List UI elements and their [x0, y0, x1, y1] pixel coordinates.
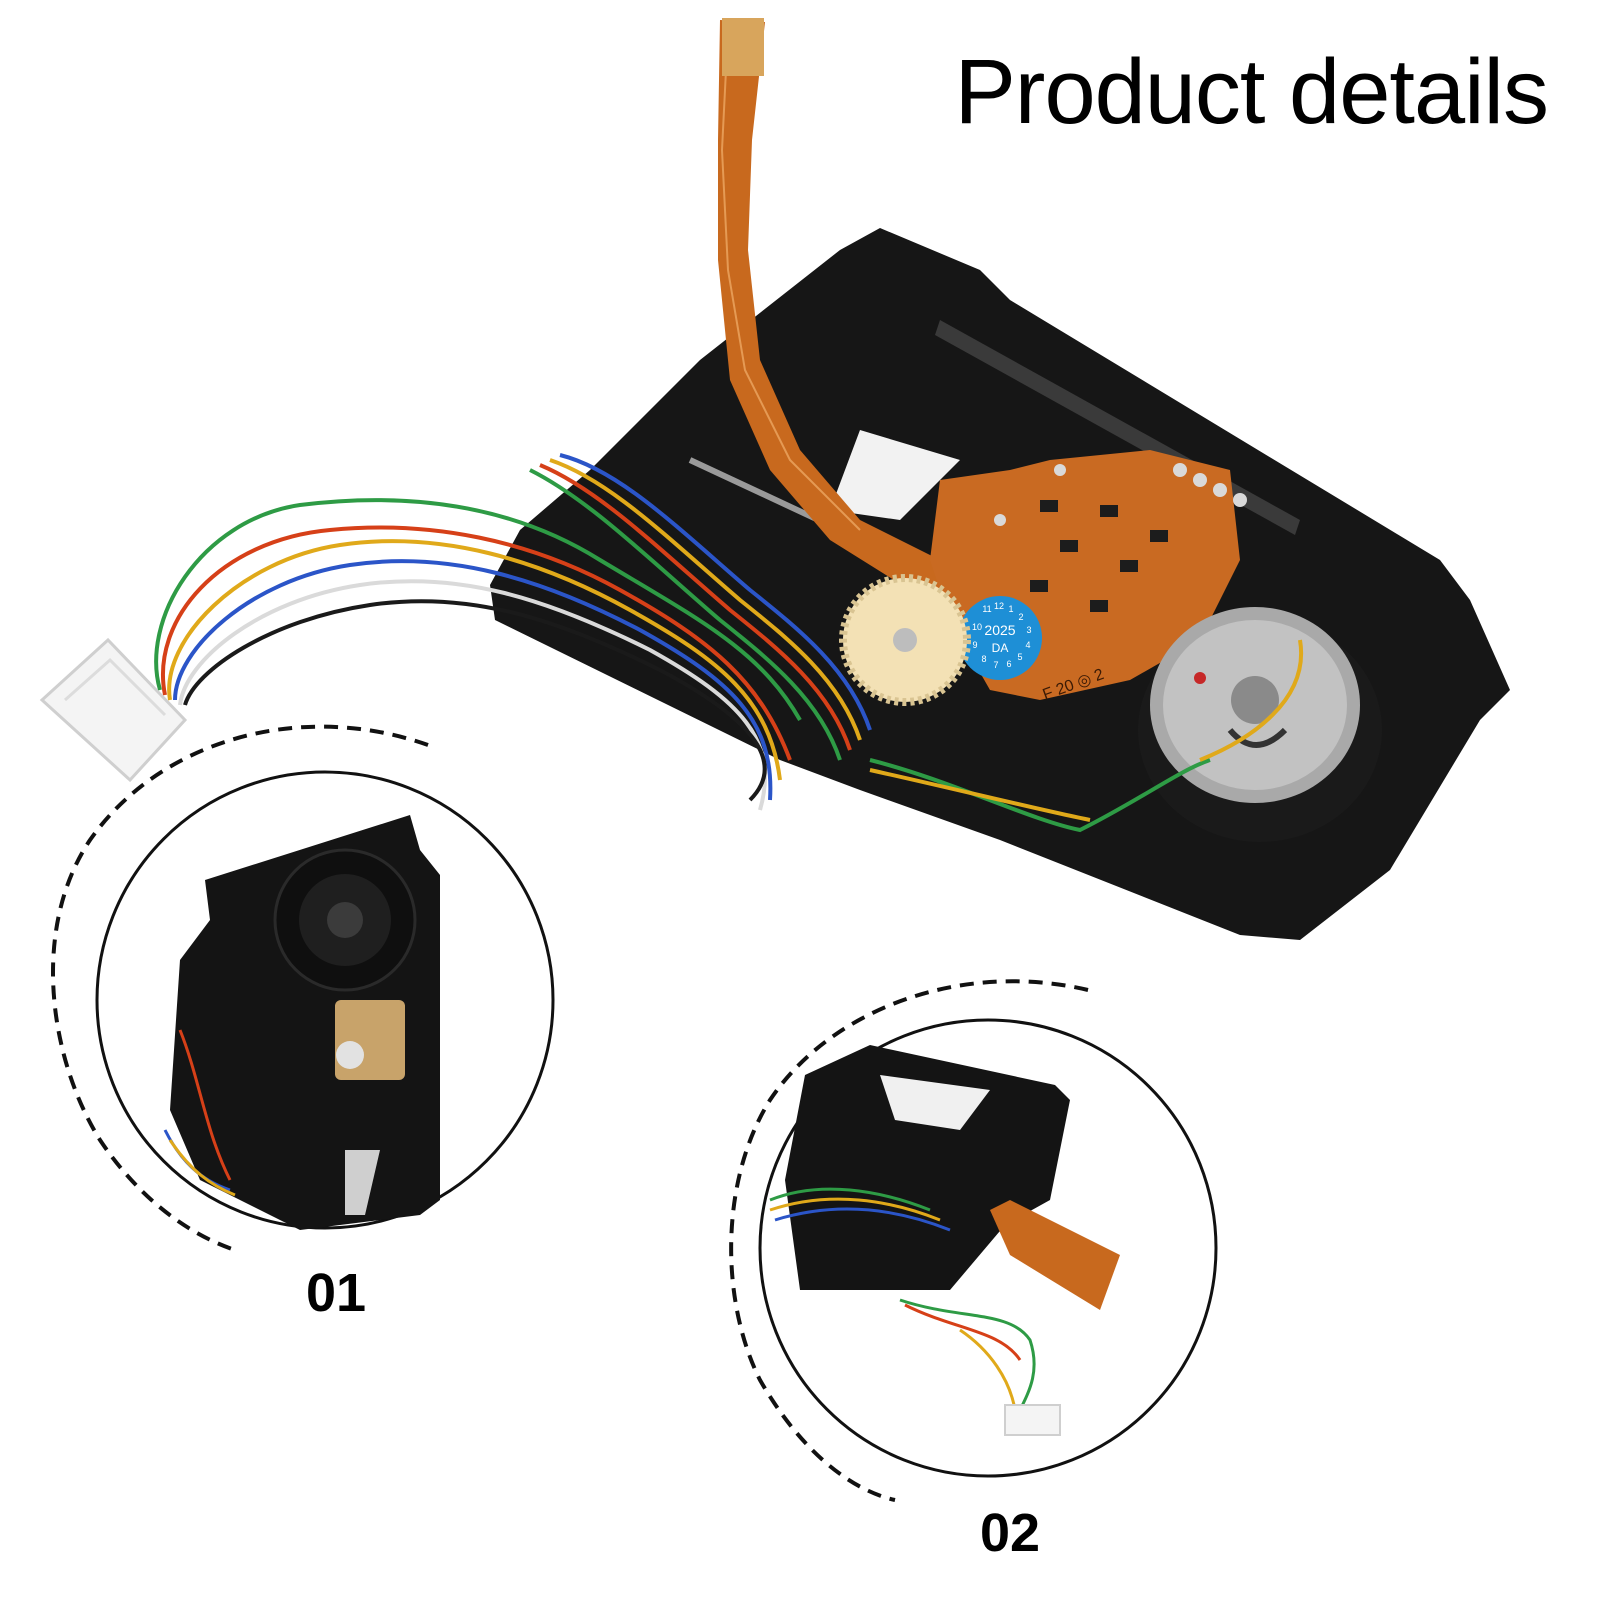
sticker-ring-number-6: 6 — [1006, 659, 1011, 669]
sticker-ring-number-5: 5 — [1017, 652, 1022, 662]
sticker-ring-number-12: 12 — [994, 601, 1004, 611]
callout-01-detail-image — [163, 815, 440, 1230]
spindle-motor — [1138, 607, 1382, 842]
drive-gear — [839, 574, 971, 706]
white-connector — [39, 637, 188, 783]
flex-cable-traces — [720, 29, 861, 531]
sticker-ring-number-10: 10 — [972, 622, 982, 632]
callout-label-01: 01 — [306, 1263, 367, 1323]
sticker-ring-number-9: 9 — [972, 640, 977, 650]
callout-01 — [51, 724, 555, 1252]
flex-connector-tip — [722, 18, 764, 76]
sticker-ring-number-11: 11 — [982, 604, 991, 614]
chassis-window — [830, 430, 960, 520]
sticker-ring-number-4: 4 — [1025, 640, 1030, 650]
flex-cable — [718, 20, 1000, 620]
sticker-ring-number-3: 3 — [1026, 625, 1031, 635]
pcb-components — [1030, 500, 1168, 612]
sticker-ring-number-2: 2 — [1018, 612, 1023, 622]
sticker-year: 2025 — [984, 622, 1015, 638]
laser-pickup-assembly: F 20 ◎ 2 2025 DA 11 12 1 2 3 4 5 6 7 8 9… — [39, 18, 1510, 940]
wire-harness — [154, 453, 1304, 833]
callout-02-detail-image — [769, 1045, 1120, 1436]
callout-01-dashed-arc — [51, 724, 429, 1252]
pcb-solder-pads — [994, 463, 1247, 526]
callout-02-dashed-arc — [729, 979, 1089, 1502]
sticker-ring-numbers: 11 12 1 2 3 4 5 6 7 8 9 10 — [972, 601, 1032, 670]
callout-label-02: 02 — [980, 1503, 1041, 1563]
page-title: Product details — [954, 41, 1549, 143]
date-sticker: 2025 DA 11 12 1 2 3 4 5 6 7 8 9 10 — [958, 596, 1042, 680]
callout-02 — [729, 979, 1218, 1502]
sticker-ring-number-1: 1 — [1008, 604, 1013, 614]
sticker-ring-number-7: 7 — [993, 660, 998, 670]
sticker-ring-number-8: 8 — [981, 654, 986, 664]
sticker-code: DA — [992, 641, 1009, 655]
